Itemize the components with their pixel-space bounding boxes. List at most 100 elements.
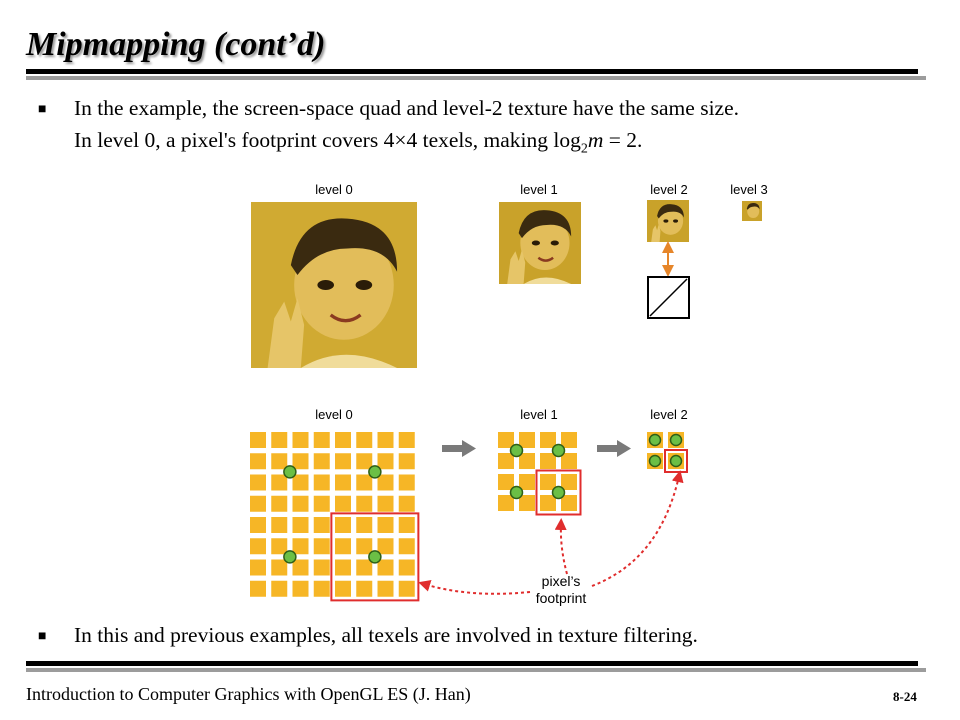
texel [250, 559, 266, 576]
texel [313, 559, 330, 576]
bullet-marker: ■ [38, 102, 47, 117]
sample-dot [648, 454, 662, 468]
footprint-arrow-level-1 [554, 518, 568, 575]
texel [398, 580, 415, 597]
texel [335, 453, 351, 470]
sample-dot [551, 485, 566, 500]
top-label-level-0: level 0 [315, 182, 353, 197]
texel [313, 453, 330, 470]
texel [356, 538, 373, 555]
texel [335, 559, 351, 576]
texel [519, 474, 535, 490]
texel [561, 495, 577, 511]
texel [561, 474, 577, 490]
photo-level-2 [647, 200, 689, 242]
photo-level-1 [499, 202, 581, 284]
texel [292, 559, 309, 576]
texel [498, 474, 514, 490]
texel [356, 432, 373, 448]
times-symbol: × [394, 128, 407, 152]
log-subscript: 2 [580, 141, 588, 157]
footprint-box [535, 469, 582, 516]
texel [398, 474, 415, 491]
texel [377, 432, 394, 448]
texel [292, 474, 309, 491]
texel [335, 474, 351, 491]
texel [271, 432, 288, 448]
texel [498, 495, 514, 511]
title-rule-gray [26, 76, 926, 80]
texel [398, 538, 415, 555]
photo-level-3 [742, 201, 762, 221]
texel [377, 495, 394, 512]
texel [292, 538, 309, 555]
texel [250, 517, 266, 533]
texel [540, 474, 556, 490]
page-number: 8-24 [893, 689, 917, 704]
texel [313, 538, 330, 555]
photo-level-0 [250, 202, 418, 368]
texel-grid-level-0 [250, 432, 420, 602]
texel [335, 517, 351, 533]
texel [540, 432, 556, 448]
sample-dot [551, 443, 566, 458]
texel [356, 474, 373, 491]
footer-text: Introduction to Computer Graphics with O… [26, 684, 471, 704]
texel [313, 474, 330, 491]
top-label-level-2: level 2 [650, 182, 688, 197]
texel-grid-level-1 [498, 432, 582, 516]
texel [398, 432, 415, 448]
texel [313, 495, 330, 512]
texel [398, 517, 415, 533]
texel [271, 453, 288, 470]
texel [356, 580, 373, 597]
texel [398, 559, 415, 576]
title-rule-dark [26, 69, 918, 74]
texel [335, 580, 351, 597]
bottom-label-level-2: level 2 [650, 407, 688, 422]
bullet-1-line-1: In the example, the screen-space quad an… [74, 96, 739, 120]
bottom-label-level-0: level 0 [315, 407, 353, 422]
texel [398, 495, 415, 512]
texel [398, 453, 415, 470]
sample-dot [669, 433, 683, 447]
texel [250, 432, 266, 448]
footprint-label-line-2: footprint [535, 590, 587, 606]
texel [292, 517, 309, 533]
gray-arrow-1-to-2 [597, 440, 631, 457]
bullet-1-line-2: In level 0, a pixel's footprint covers 4… [74, 128, 643, 157]
texel [250, 495, 266, 512]
texel [271, 580, 288, 597]
footer-rule-gray [26, 668, 926, 672]
top-label-level-3: level 3 [730, 182, 768, 197]
texel [250, 580, 266, 597]
sample-dot [509, 485, 524, 500]
texel [313, 517, 330, 533]
texel [292, 495, 309, 512]
footprint-box [330, 512, 420, 602]
texel [250, 453, 266, 470]
texel [377, 538, 394, 555]
sample-dot [669, 454, 683, 468]
texel [356, 517, 373, 533]
texel [271, 538, 288, 555]
texel [498, 453, 514, 469]
texel [519, 453, 535, 469]
texel [540, 495, 556, 511]
texel [335, 432, 351, 448]
texel [292, 432, 309, 448]
texel [561, 453, 577, 469]
texel [271, 474, 288, 491]
texel [271, 495, 288, 512]
bullet-2-line-1: In this and previous examples, all texel… [74, 623, 698, 647]
sample-dot [368, 550, 382, 564]
footprint-label-line-1: pixel’s [541, 573, 581, 589]
texel [356, 559, 373, 576]
gray-arrow-0-to-1 [442, 440, 476, 457]
texel [377, 517, 394, 533]
texel [313, 432, 330, 448]
bottom-label-level-1: level 1 [520, 407, 558, 422]
footprint-arrow-level-2 [591, 470, 684, 587]
screen-quad-diagonal [649, 278, 688, 317]
